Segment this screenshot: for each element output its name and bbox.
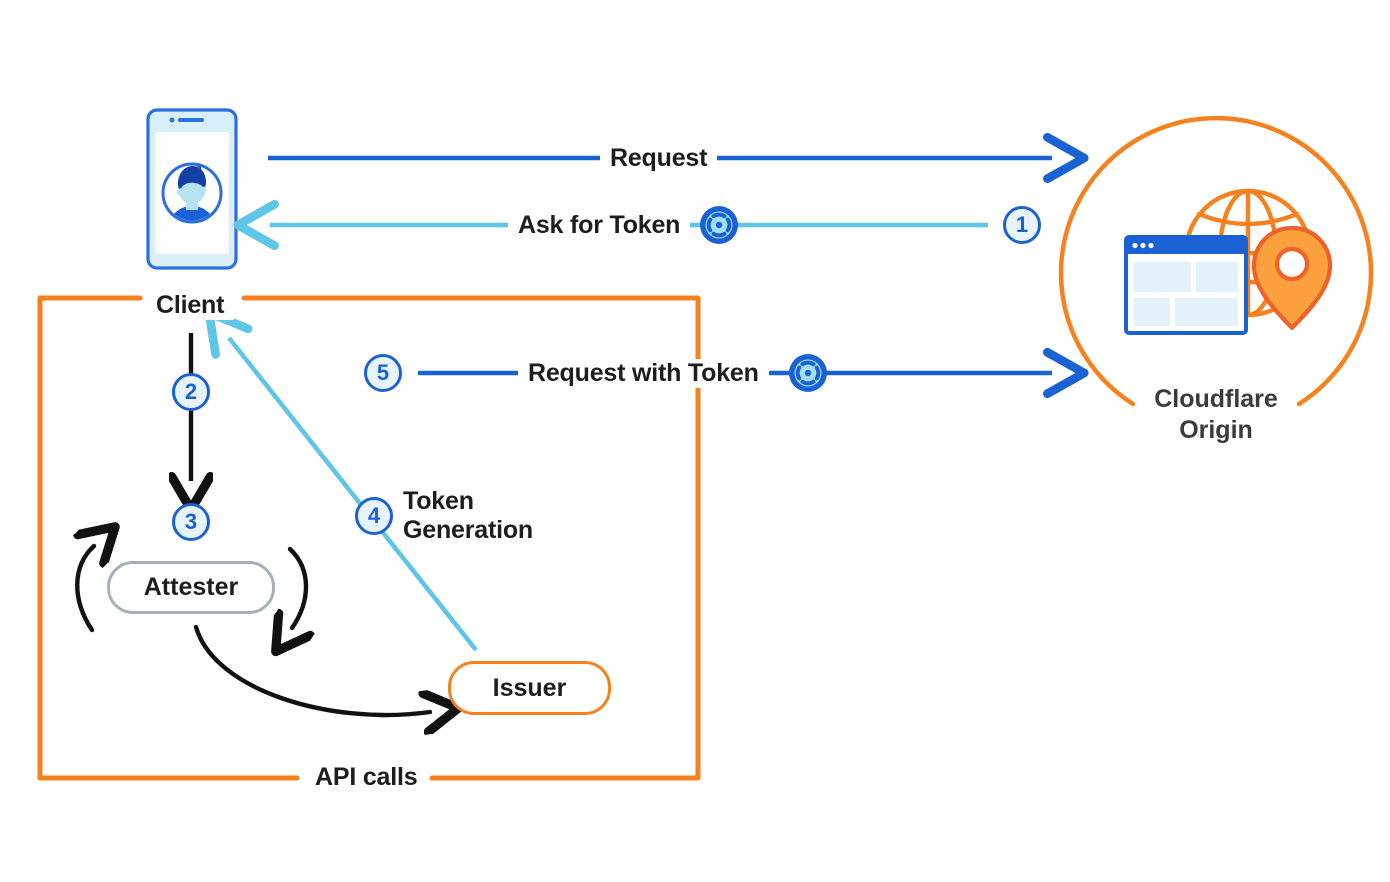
- node-attester[interactable]: Attester: [107, 561, 275, 614]
- token-icon-request: [789, 354, 827, 392]
- step-badge-4[interactable]: 4: [355, 497, 393, 535]
- smartphone-icon: [146, 108, 238, 270]
- node-issuer-label: Issuer: [492, 673, 567, 702]
- flow-label-request: Request: [600, 144, 718, 173]
- node-label-client: Client: [146, 291, 235, 320]
- origin-arc: [1058, 115, 1374, 407]
- node-origin-label: Cloudflare Origin: [1118, 384, 1314, 445]
- node-issuer[interactable]: Issuer: [448, 661, 611, 715]
- token-generation-line2: Generation: [403, 516, 533, 544]
- flow-label-ask-for-token: Ask for Token: [508, 211, 691, 240]
- step-badge-5[interactable]: 5: [364, 354, 402, 392]
- flow-label-token-generation: Token Generation: [403, 487, 533, 545]
- node-attester-label: Attester: [143, 573, 239, 601]
- group-label-api-calls: API calls: [305, 763, 428, 792]
- attester-loop-arrows: [77, 546, 430, 715]
- origin-label-line2: Origin: [1179, 415, 1253, 444]
- step-badge-3[interactable]: 3: [172, 503, 210, 541]
- token-icon-ask: [700, 206, 738, 244]
- avatar-person-icon: [166, 165, 218, 221]
- step-badge-1[interactable]: 1: [1003, 206, 1041, 244]
- map-pin-icon: [1251, 225, 1333, 331]
- flow-token-generation-arrow: [204, 308, 478, 652]
- step-badge-2[interactable]: 2: [172, 373, 210, 411]
- origin-label-line1: Cloudflare: [1154, 385, 1278, 413]
- flow-label-request-with-token: Request with Token: [518, 359, 769, 388]
- token-generation-line1: Token: [403, 487, 474, 515]
- browser-window-icon: [1124, 235, 1248, 335]
